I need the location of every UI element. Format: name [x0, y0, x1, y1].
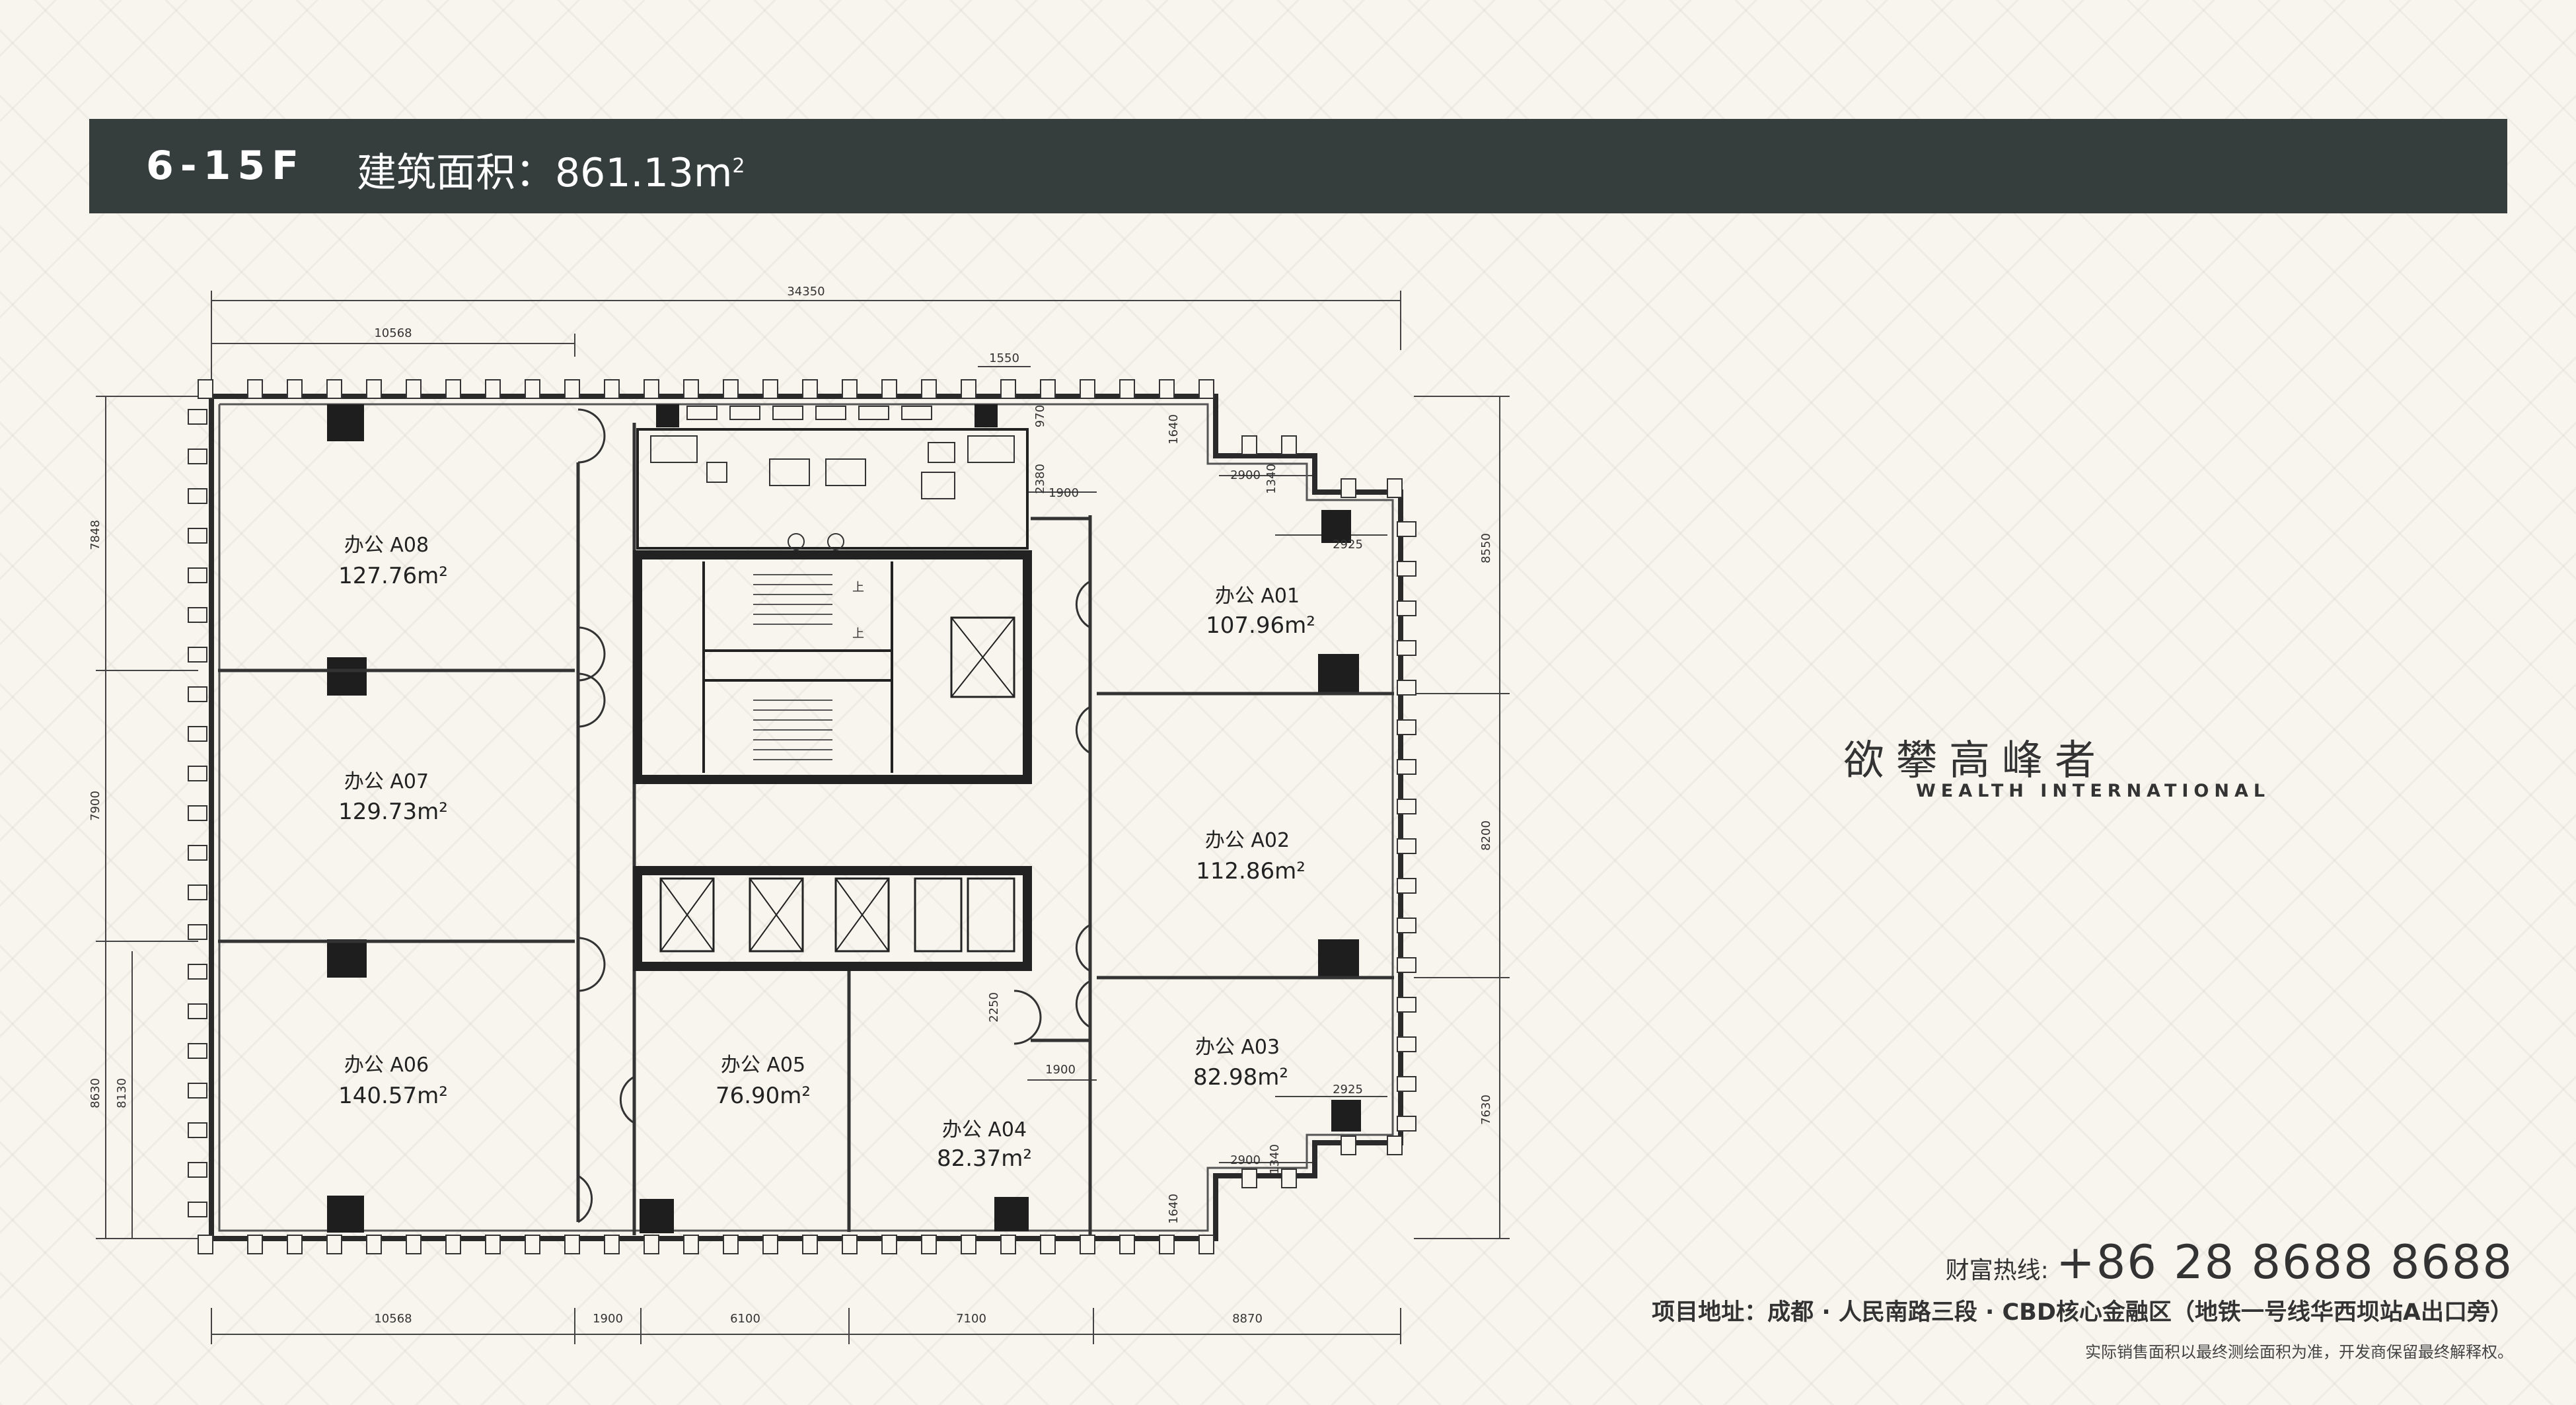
- room-a03-area: 82.98m²: [1193, 1064, 1288, 1091]
- dim-7900: 7900: [89, 791, 102, 821]
- hotline: 财富热线: +86 28 8688 8688: [1652, 1235, 2513, 1289]
- dimension-lines: [96, 291, 1510, 1344]
- room-a08-name: 办公 A08: [344, 534, 429, 557]
- room-a06-area: 140.57m²: [338, 1083, 448, 1109]
- room-labels: 办公 A08 127.76m² 办公 A07 129.73m² 办公 A06 1…: [338, 534, 1315, 1172]
- disclaimer: 实际销售面积以最终测绘面积为准，开发商保留最终解释权。: [2085, 1343, 2513, 1361]
- dim-7848: 7848: [89, 520, 102, 550]
- room-a04-name: 办公 A04: [942, 1118, 1027, 1141]
- dim-7630: 7630: [1479, 1095, 1493, 1125]
- dimension-labels: 34350 10568 1550 970 1640 2380 1900 2900…: [89, 285, 1493, 1326]
- dim-bottom-7100: 7100: [956, 1312, 986, 1326]
- core-block: [633, 428, 1032, 971]
- dim-top-total: 34350: [787, 285, 825, 299]
- room-a03-name: 办公 A03: [1195, 1036, 1280, 1059]
- room-a01-area: 107.96m²: [1206, 612, 1315, 639]
- dim-8550: 8550: [1479, 533, 1493, 563]
- stair-up-label-1: 上: [852, 581, 864, 594]
- room-a06-name: 办公 A06: [344, 1054, 429, 1077]
- dim-2925-top: 2925: [1333, 538, 1363, 552]
- dim-2900-top: 2900: [1230, 468, 1261, 482]
- room-a07-area: 129.73m²: [338, 799, 448, 825]
- stair-treads: [753, 574, 832, 760]
- hotline-label: 财富热线:: [1945, 1257, 2049, 1284]
- partition-walls: [218, 423, 1394, 1235]
- room-a04-area: 82.37m²: [937, 1145, 1032, 1172]
- room-a08-area: 127.76m²: [338, 563, 448, 589]
- dim-top-left: 10568: [374, 326, 412, 340]
- floor-label: 6-15F: [146, 143, 306, 189]
- door-swings: [577, 408, 1091, 1223]
- dim-bottom-8870: 8870: [1232, 1312, 1263, 1326]
- dim-1900-top: 1900: [1049, 486, 1079, 500]
- room-a07-name: 办公 A07: [344, 770, 429, 793]
- dim-2250: 2250: [987, 992, 1001, 1023]
- dim-bottom-6100: 6100: [730, 1312, 760, 1326]
- window-mullions: [188, 379, 1417, 1254]
- dim-970: 970: [1033, 405, 1047, 427]
- room-a05-name: 办公 A05: [721, 1054, 805, 1077]
- dim-2380: 2380: [1033, 464, 1047, 494]
- dim-8200: 8200: [1479, 820, 1493, 851]
- contact-block: 财富热线: +86 28 8688 8688 项目地址：成都 · 人民南路三段 …: [1652, 1235, 2513, 1362]
- dim-2925-bottom: 2925: [1333, 1083, 1363, 1097]
- header-bar: 6-15F 建筑面积：861.13m2: [89, 119, 2507, 213]
- hotline-number: +86 28 8688 8688: [2056, 1235, 2513, 1289]
- structural-columns: [327, 404, 1361, 1233]
- room-a05-area: 76.90m²: [716, 1083, 811, 1109]
- dim-1340-bottom: 1340: [1268, 1144, 1282, 1174]
- building-area-text: 建筑面积：861.13m: [357, 150, 733, 196]
- dim-2900-bottom: 2900: [1230, 1153, 1261, 1167]
- dim-1640-top: 1640: [1167, 414, 1181, 445]
- slogan-english: WEALTH INTERNATIONAL: [1916, 781, 2271, 801]
- dim-1340-top: 1340: [1265, 464, 1278, 494]
- perimeter-inner-line: [218, 403, 1394, 1232]
- room-a02-name: 办公 A02: [1205, 829, 1290, 852]
- dim-1640-bottom: 1640: [1167, 1194, 1181, 1224]
- dim-bottom-10568: 10568: [374, 1312, 412, 1326]
- building-area-label: 建筑面积：861.13m2: [357, 119, 745, 221]
- shaft-hatches: [686, 406, 932, 420]
- area-unit-superscript: 2: [732, 155, 745, 178]
- dim-1900-bottom: 1900: [1045, 1063, 1076, 1077]
- dim-8130: 8130: [115, 1078, 129, 1108]
- room-a01-name: 办公 A01: [1215, 585, 1300, 608]
- project-address: 项目地址：成都 · 人民南路三段 · CBD核心金融区（地铁一号线华西坝站A出口…: [1652, 1299, 2513, 1326]
- stair-up-label-2: 上: [852, 627, 864, 641]
- dim-bottom-1900: 1900: [593, 1312, 623, 1326]
- stair-markers: 上 上: [852, 581, 864, 641]
- room-a02-area: 112.86m²: [1196, 858, 1306, 884]
- dim-top-core: 1550: [989, 351, 1019, 365]
- dim-8630: 8630: [89, 1078, 102, 1108]
- toilet-fixtures: [650, 435, 1015, 550]
- slogan-chinese: 欲攀高峰者: [1843, 736, 2108, 784]
